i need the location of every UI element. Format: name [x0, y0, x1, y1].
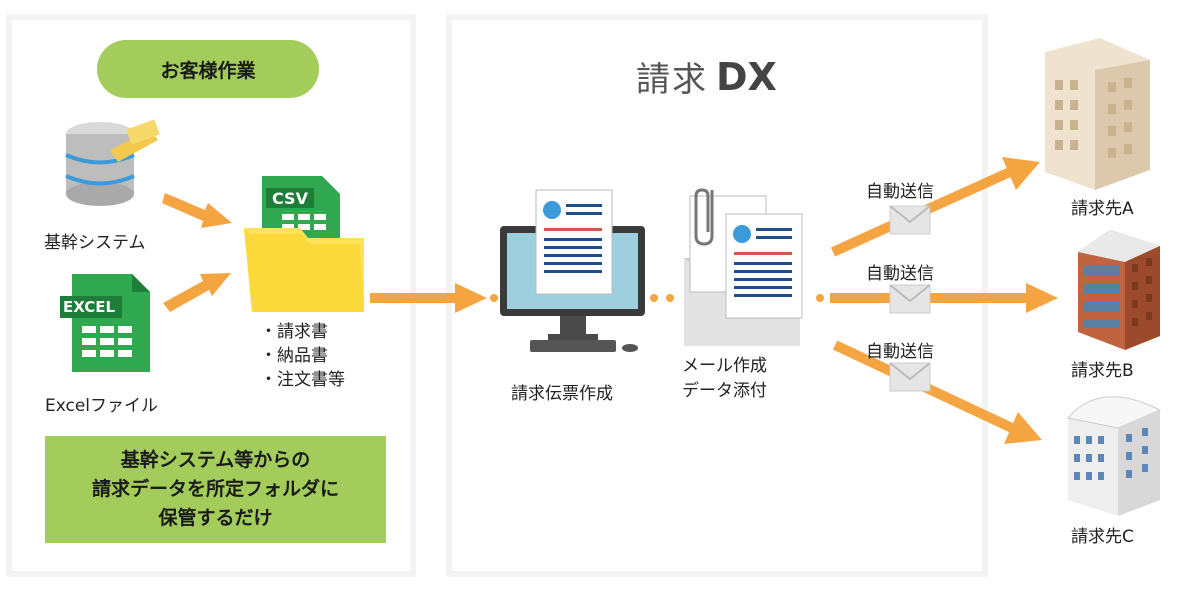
note-line: 保管するだけ [158, 507, 273, 529]
document-item: ・注文書等 [260, 370, 345, 390]
step-label-line: メール作成 [682, 356, 767, 376]
recipient-label-b: 請求先B [1071, 361, 1134, 381]
customer-work-header: お客様作業 [97, 40, 319, 98]
monitor-invoice-icon [500, 189, 645, 352]
envelope-icon [889, 362, 931, 392]
step-label-line: データ添付 [682, 381, 767, 401]
envelope-icon [889, 205, 931, 235]
note-line: 請求データを所定フォルダに [91, 478, 339, 500]
mail-attachment-icon [684, 188, 803, 346]
arrow-to-invoice [370, 283, 498, 313]
excel-file-icon [60, 274, 150, 372]
database-icon [65, 119, 160, 206]
step-label-invoice: 請求伝票作成 [511, 384, 613, 404]
recipient-label-c: 請求先C [1071, 527, 1134, 547]
document-item: ・納品書 [260, 346, 328, 366]
recipient-label-a: 請求先A [1071, 199, 1134, 219]
step-label-mail: メール作成 データ添付 [682, 354, 767, 404]
document-item: ・請求書 [260, 322, 328, 342]
building-b-icon [1078, 230, 1160, 350]
csv-badge: CSV [272, 189, 308, 208]
service-title-jp: 請求 [636, 60, 708, 100]
auto-send-label: 自動送信 [866, 264, 934, 284]
document-list: ・請求書 ・納品書 ・注文書等 [260, 320, 345, 392]
note-line: 基幹システム等からの [120, 449, 311, 471]
auto-send-label: 自動送信 [866, 182, 934, 202]
source-label-excel: Excelファイル [45, 396, 159, 416]
send-arrows [816, 157, 1058, 444]
auto-send-label: 自動送信 [866, 342, 934, 362]
flow-arrows-left [162, 193, 232, 312]
connector-dots [650, 294, 674, 302]
customer-note: 基幹システム等からの 請求データを所定フォルダに 保管するだけ [45, 436, 386, 543]
service-title: 請求 DX [636, 52, 777, 101]
building-c-icon [1067, 396, 1162, 516]
source-label-core-system: 基幹システム [44, 233, 146, 253]
building-a-icon [1045, 38, 1150, 190]
excel-badge: EXCEL [63, 298, 116, 316]
csv-folder-icon [244, 176, 364, 312]
service-title-dx: DX [716, 54, 777, 99]
envelope-icon [889, 284, 931, 314]
